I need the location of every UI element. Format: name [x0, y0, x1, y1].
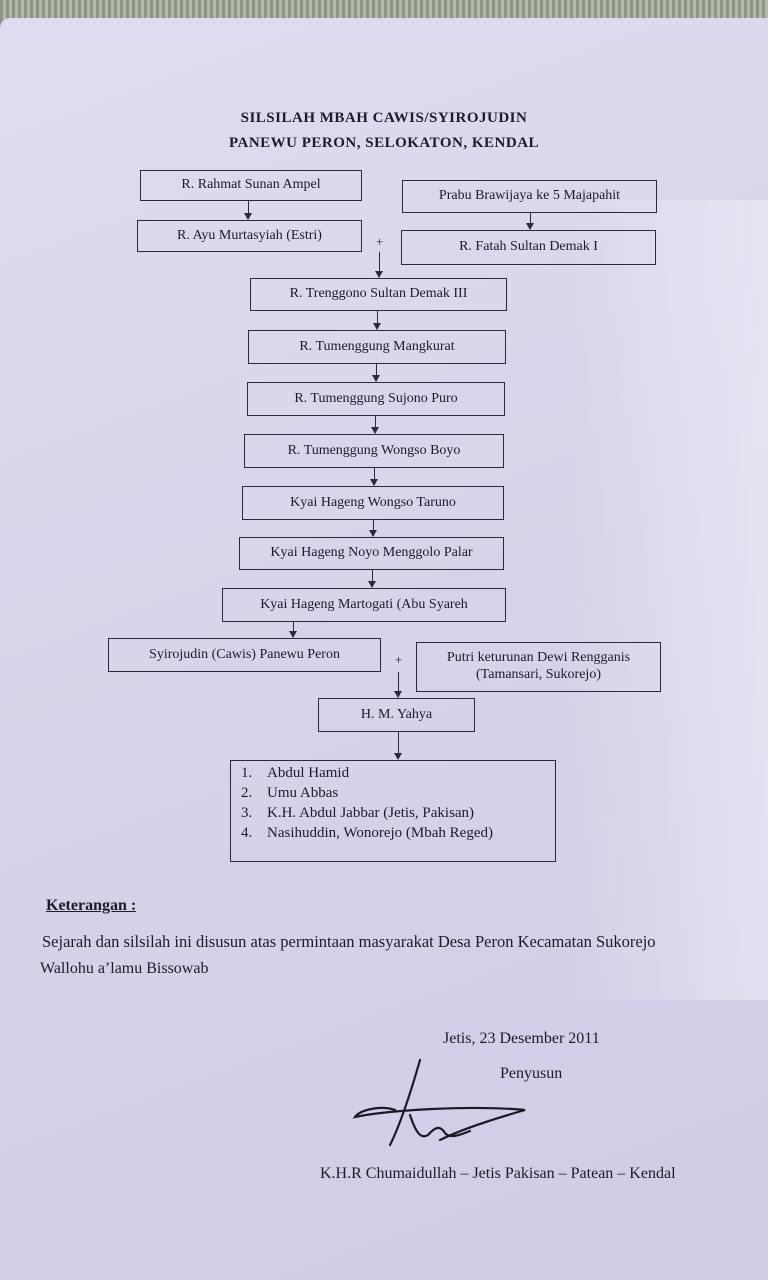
arrow — [242, 201, 254, 220]
signer-role: Penyusun — [500, 1065, 563, 1082]
box-wongsotaruno: Kyai Hageng Wongso Taruno — [242, 486, 504, 520]
document-subtitle: PANEWU PERON, SELOKATON, KENDAL — [228, 135, 540, 151]
notes-heading: Keterangan : — [46, 897, 137, 914]
notes-line-2: Wallohu a’lamu Bissowab — [40, 960, 209, 977]
box-ayu: R. Ayu Murtasyiah (Estri) — [137, 220, 362, 252]
putri-line-1: Putri keturunan Dewi Rengganis — [446, 650, 631, 666]
arrow — [373, 252, 385, 278]
box-fatah: R. Fatah Sultan Demak I — [401, 230, 656, 265]
box-mangkurat: R. Tumenggung Mangkurat — [248, 330, 506, 364]
list-item: 4.Nasihuddin, Wonorejo (Mbah Reged) — [241, 825, 493, 841]
signer-name: K.H.R Chumaidullah – Jetis Pakisan – Pat… — [320, 1165, 676, 1182]
box-putri: Putri keturunan Dewi Rengganis (Tamansar… — [416, 642, 661, 692]
arrow — [367, 520, 379, 537]
arrow — [366, 570, 378, 588]
arrow — [370, 364, 382, 382]
marriage-plus: + — [376, 234, 384, 249]
signature — [352, 1058, 526, 1147]
list-item: 1.Abdul Hamid — [241, 765, 350, 781]
arrow — [392, 672, 404, 698]
box-trenggono: R. Trenggono Sultan Demak III — [250, 278, 507, 311]
marriage-plus: + — [395, 652, 403, 667]
box-martogati: Kyai Hageng Martogati (Abu Syareh — [222, 588, 506, 622]
box-noyo: Kyai Hageng Noyo Menggolo Palar — [239, 537, 504, 570]
arrow — [287, 622, 299, 638]
children-list: 1.Abdul Hamid 2.Umu Abbas 3.K.H. Abdul J… — [230, 760, 556, 862]
document-paper — [0, 18, 768, 1280]
box-syirojudin: Syirojudin (Cawis) Panewu Peron — [108, 638, 381, 672]
arrow — [368, 468, 380, 486]
putri-line-2: (Tamansari, Sukorejo) — [476, 667, 601, 682]
box-yahya: H. M. Yahya — [318, 698, 475, 732]
box-sujono: R. Tumenggung Sujono Puro — [247, 382, 505, 416]
place-date: Jetis, 23 Desember 2011 — [443, 1030, 600, 1047]
arrow — [369, 416, 381, 434]
light-glare — [568, 200, 768, 1000]
arrow — [524, 213, 536, 230]
box-wongsoboyo: R. Tumenggung Wongso Boyo — [244, 434, 504, 468]
document-title: SILSILAH MBAH CAWIS/SYIROJUDIN — [240, 110, 528, 126]
notes-line-1: Sejarah dan silsilah ini disusun atas pe… — [42, 932, 656, 951]
arrow — [371, 311, 383, 330]
box-rahmat: R. Rahmat Sunan Ampel — [140, 170, 362, 201]
list-item: 3.K.H. Abdul Jabbar (Jetis, Pakisan) — [241, 805, 475, 821]
list-item: 2.Umu Abbas — [241, 785, 339, 801]
arrow — [392, 732, 404, 760]
box-brawijaya: Prabu Brawijaya ke 5 Majapahit — [402, 180, 657, 213]
